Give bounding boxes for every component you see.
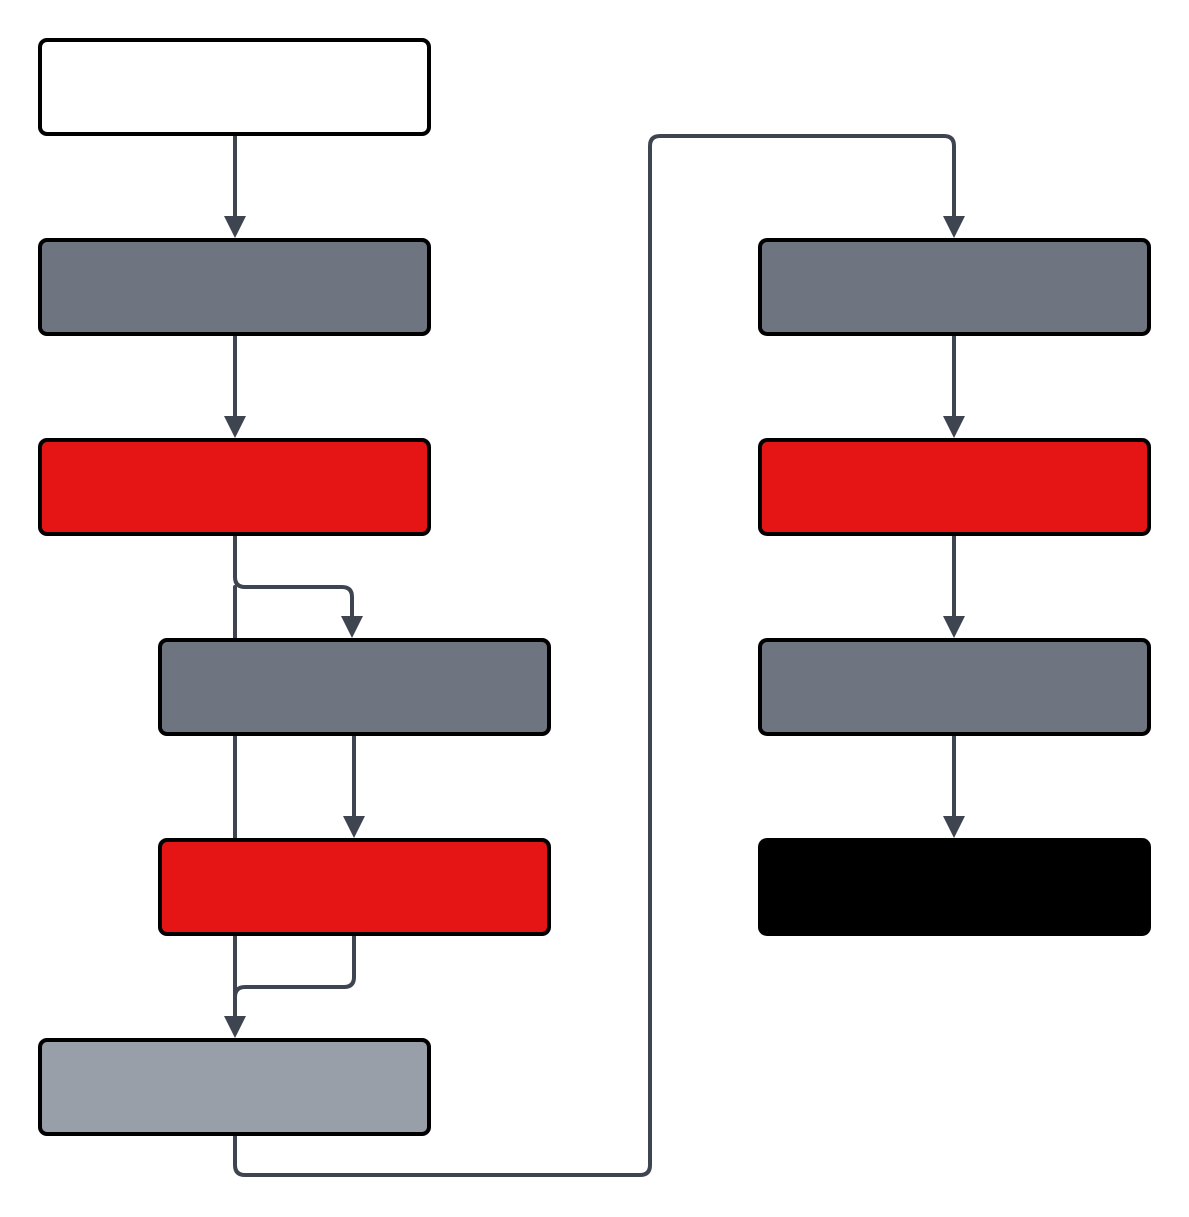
arrowhead-n1-n2 [224, 216, 246, 238]
arrowhead-n7-n8 [943, 416, 965, 438]
node-n3 [38, 438, 431, 536]
node-n1 [38, 38, 431, 136]
node-n8 [758, 438, 1151, 536]
node-n5 [158, 838, 551, 936]
arrowhead-n3-n4 [341, 616, 363, 638]
node-n7 [758, 238, 1151, 336]
arrowhead-n6-n7 [943, 216, 965, 238]
arrowhead-n9-n10 [943, 816, 965, 838]
edge-n6-n7 [233, 134, 956, 1177]
node-n9 [758, 638, 1151, 736]
arrowhead-n8-n9 [943, 616, 965, 638]
node-n6 [38, 1038, 431, 1136]
edge-n3-n4 [233, 534, 354, 622]
node-n10 [758, 838, 1151, 936]
edges-layer [224, 134, 965, 1177]
edge-n5-n6 [233, 934, 356, 1022]
nodes-layer [38, 38, 1151, 1136]
arrowhead-n2-n3 [224, 416, 246, 438]
arrowhead-n3-n6 [224, 1016, 246, 1038]
node-n4 [158, 638, 551, 736]
arrowhead-n4-n5 [343, 816, 365, 838]
node-n2 [38, 238, 431, 336]
